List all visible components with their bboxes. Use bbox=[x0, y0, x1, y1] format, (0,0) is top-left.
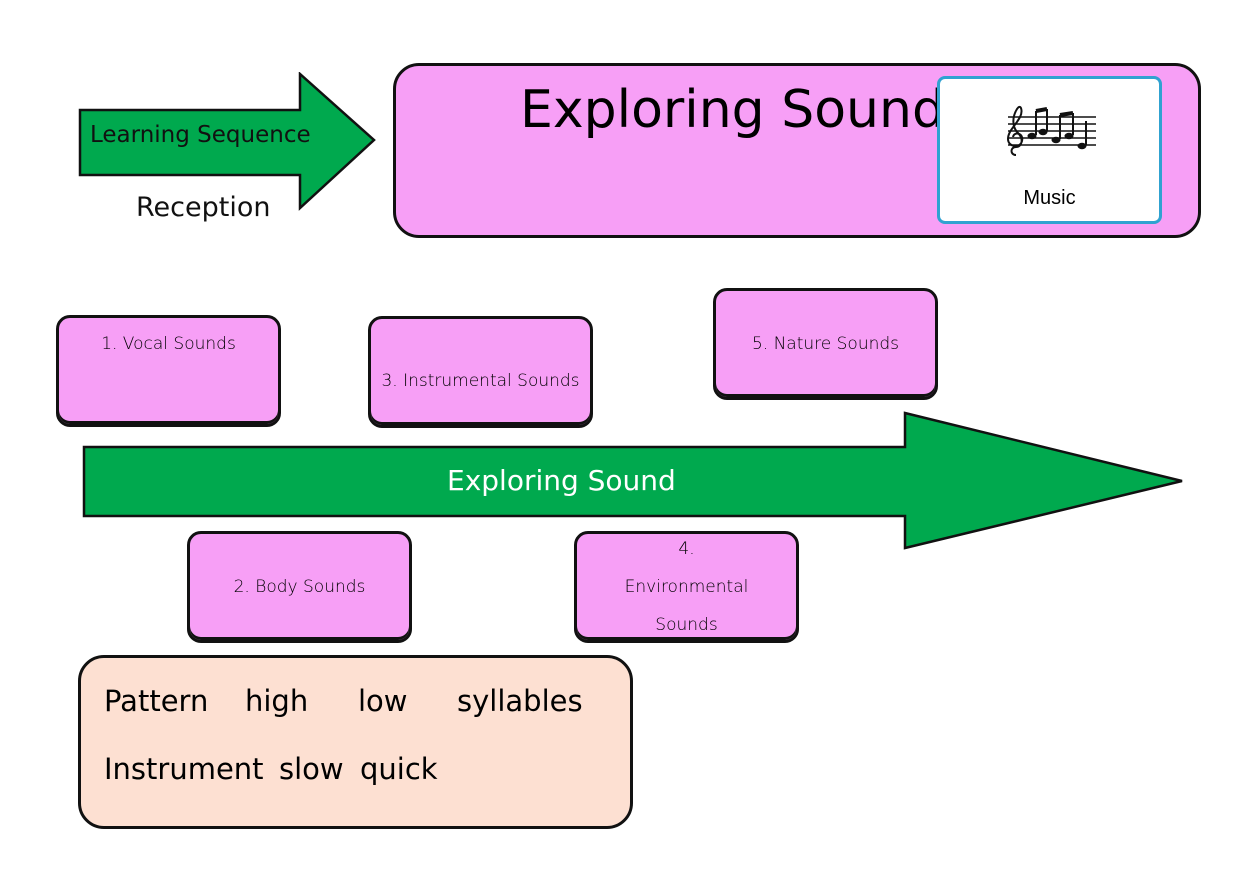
vocab-word: syllables bbox=[457, 684, 583, 718]
step-label: 4. Environmental Sounds bbox=[624, 539, 749, 635]
step-instrumental-sounds: 3. Instrumental Sounds bbox=[368, 316, 593, 428]
vocab-word: quick bbox=[360, 752, 438, 786]
timeline-label: Exploring Sound bbox=[447, 464, 676, 497]
learning-sequence-arrow bbox=[78, 72, 376, 211]
subject-label: Music bbox=[1023, 187, 1076, 209]
page-title: Exploring Sound bbox=[520, 80, 945, 140]
year-group-label: Reception bbox=[136, 192, 271, 223]
vocab-word: slow bbox=[279, 752, 344, 786]
learning-sequence-label: Learning Sequence bbox=[90, 122, 311, 148]
timeline-arrow bbox=[82, 411, 1183, 550]
subject-card: Music bbox=[937, 76, 1162, 224]
step-label: 5. Nature Sounds bbox=[751, 334, 900, 354]
step-nature-sounds: 5. Nature Sounds bbox=[713, 288, 938, 400]
vocab-word: high bbox=[245, 684, 309, 718]
music-notes-icon bbox=[1006, 105, 1096, 156]
vocabulary-box bbox=[78, 655, 633, 829]
vocab-word: Pattern bbox=[104, 684, 209, 718]
vocab-word: low bbox=[358, 684, 408, 718]
step-environmental-sounds: 4. Environmental Sounds bbox=[574, 531, 799, 643]
step-label: 1. Vocal Sounds bbox=[101, 334, 236, 354]
step-label: 2. Body Sounds bbox=[233, 577, 366, 597]
vocab-word: Instrument bbox=[104, 752, 264, 786]
step-vocal-sounds: 1. Vocal Sounds bbox=[56, 315, 281, 427]
step-label: 3. Instrumental Sounds bbox=[381, 371, 580, 391]
step-body-sounds: 2. Body Sounds bbox=[187, 531, 412, 643]
